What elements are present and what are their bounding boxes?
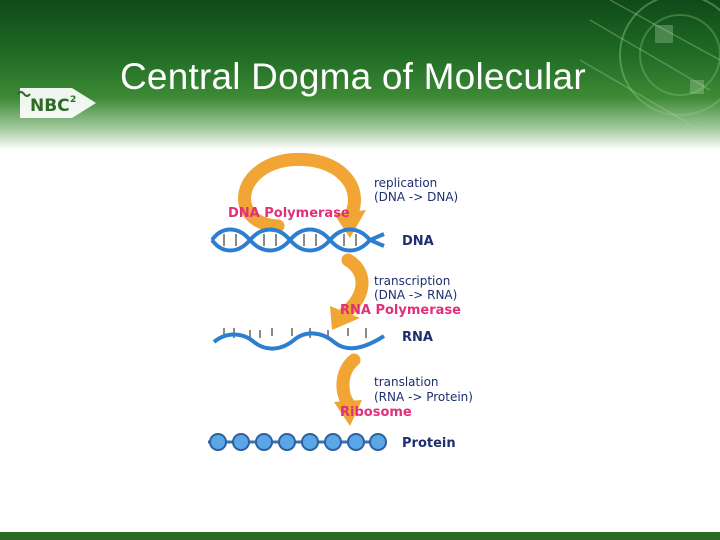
- translation-direction: (RNA -> Protein): [374, 390, 473, 404]
- central-dogma-diagram: replication (DNA -> DNA) DNA Polymerase …: [208, 152, 473, 451]
- protein-chain: [208, 433, 387, 451]
- slide-header: Central Dogma of Molecular NBC 2: [0, 0, 720, 150]
- rna-polymerase-label: RNA Polymerase: [340, 303, 461, 318]
- protein-label: Protein: [402, 436, 456, 451]
- dna-double-helix: [210, 227, 385, 253]
- slide-title: Central Dogma of Molecular: [120, 56, 586, 97]
- dna-label: DNA: [402, 234, 434, 249]
- rna-strand: [212, 328, 386, 351]
- translation-label: translation: [374, 375, 439, 389]
- transcription-direction: (DNA -> RNA): [374, 288, 457, 302]
- transcription-label: transcription: [374, 274, 450, 288]
- footer-bar: [0, 532, 720, 540]
- nbc2-logo: NBC 2: [17, 88, 96, 118]
- transcription-arrow: [330, 253, 369, 330]
- svg-text:2: 2: [70, 95, 76, 105]
- header-decoration-graphic: [579, 0, 720, 131]
- ribosome-label: Ribosome: [340, 405, 412, 420]
- replication-arrow: [238, 152, 366, 238]
- replication-label: replication: [374, 176, 437, 190]
- rna-label: RNA: [402, 330, 433, 345]
- dna-polymerase-label: DNA Polymerase: [228, 206, 350, 221]
- replication-direction: (DNA -> DNA): [374, 190, 458, 204]
- translation-arrow: [334, 353, 362, 426]
- logo-text: NBC: [30, 96, 70, 116]
